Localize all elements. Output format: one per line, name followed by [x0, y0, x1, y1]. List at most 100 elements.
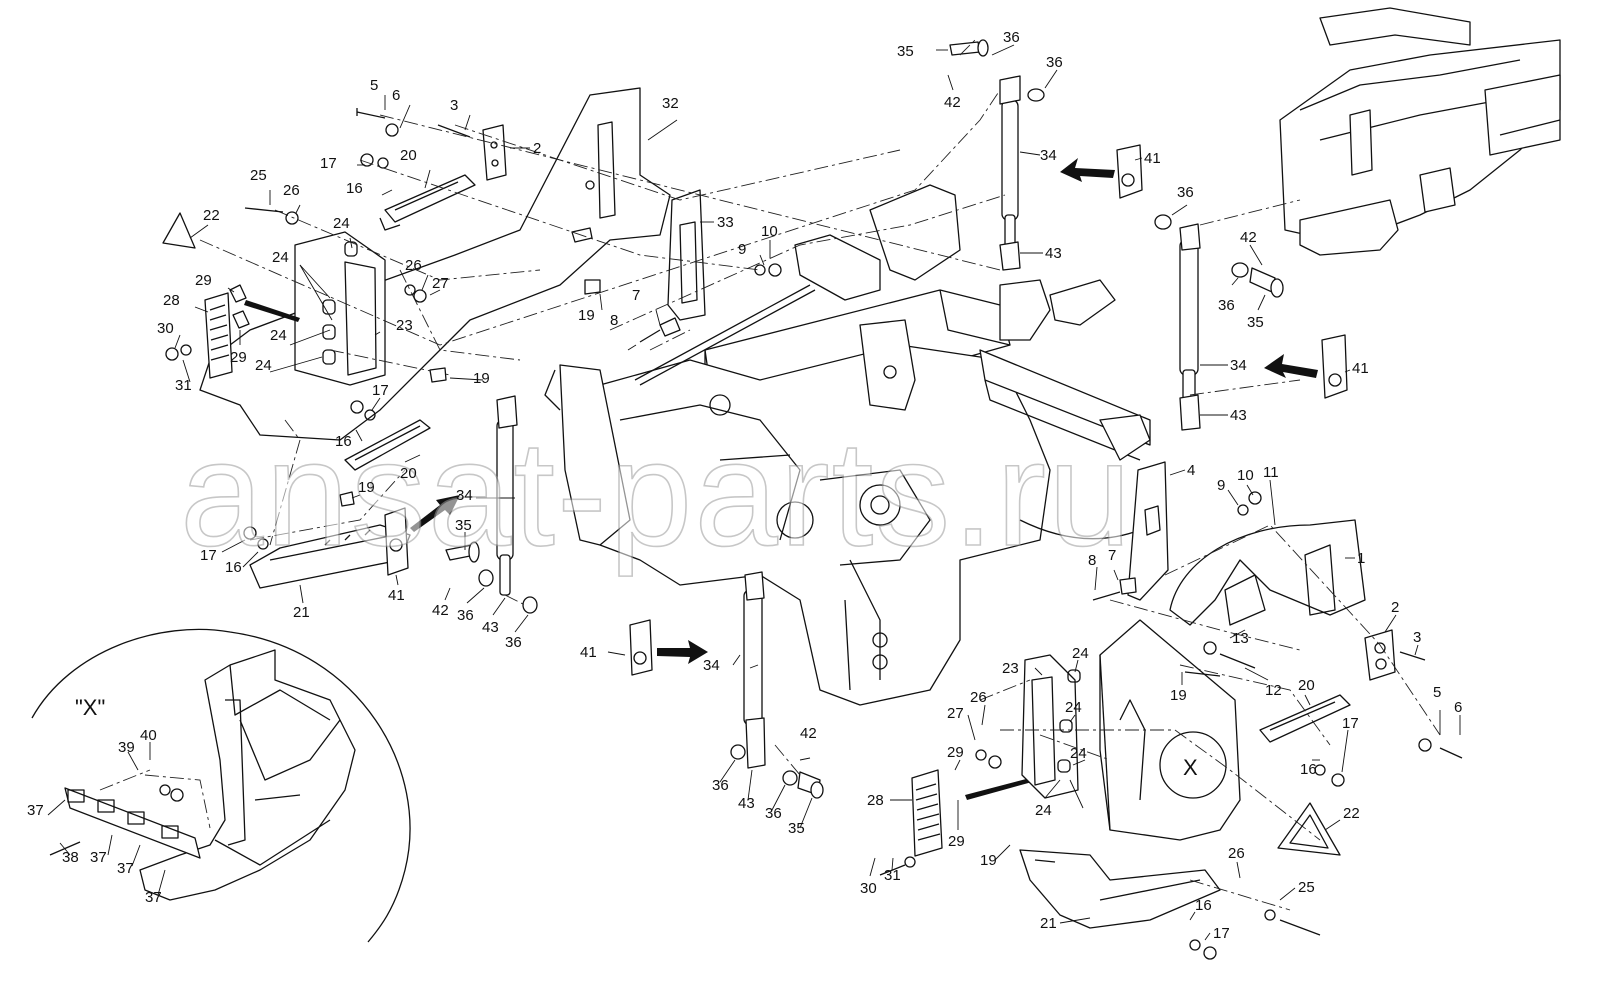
- callout-41-right: 41: [1352, 360, 1369, 377]
- pins-and-washers: [445, 39, 1284, 799]
- callout-31-left: 31: [175, 377, 192, 394]
- callout-17-mid: 17: [372, 382, 389, 399]
- callout-24-b: 24: [272, 249, 289, 266]
- bracket-41-group: [384, 144, 1348, 676]
- warning-triangle-22-right: [1277, 802, 1341, 856]
- watermark-text: ansat-parts.ru: [180, 409, 1133, 577]
- machine-overview: [1279, 7, 1561, 256]
- callout-30-left: 30: [157, 320, 174, 337]
- callout-16-mid: 16: [335, 433, 352, 450]
- callout-37-d: 37: [145, 889, 162, 906]
- callout-8-right: 8: [1088, 552, 1096, 569]
- detail-x-marker: X: [1183, 755, 1198, 780]
- callout-2-right: 2: [1391, 599, 1399, 616]
- callout-29-d: 29: [948, 833, 965, 850]
- plate-2-top: [482, 124, 507, 181]
- callout-12: 12: [1265, 682, 1282, 699]
- callout-26-right: 26: [970, 689, 987, 706]
- callout-17-right: 17: [1342, 715, 1359, 732]
- plate-4-right: [1127, 461, 1169, 601]
- callout-25-left: 25: [250, 167, 267, 184]
- callout-19-right: 19: [1170, 687, 1187, 704]
- callout-41-left: 41: [388, 587, 405, 604]
- callout-16-right: 16: [1300, 761, 1317, 778]
- callout-5-right: 5: [1433, 684, 1441, 701]
- callout-22-left: 22: [203, 207, 220, 224]
- callout-19-b: 19: [473, 370, 490, 387]
- callout-24-c: 24: [270, 327, 287, 344]
- plate-2-right: [1364, 629, 1396, 681]
- slotted-rail-20-top: [379, 174, 476, 231]
- detail-x-title: "X": [75, 695, 105, 720]
- callout-30-right: 30: [860, 880, 877, 897]
- callout-24-e: 24: [1072, 645, 1089, 662]
- callout-34-right: 34: [1230, 357, 1247, 374]
- cylinder-34-right: [1179, 223, 1201, 431]
- callout-3-right: 3: [1413, 629, 1421, 646]
- callout-43-left: 43: [482, 619, 499, 636]
- callout-21-left: 21: [293, 604, 310, 621]
- callout-29-a: 29: [195, 272, 212, 289]
- callout-42-right: 42: [1240, 229, 1257, 246]
- alignment-lines: [99, 39, 1441, 911]
- callout-5-top: 5: [370, 77, 378, 94]
- callout-36-top-b: 36: [1046, 54, 1063, 71]
- callout-21-right: 21: [1040, 915, 1057, 932]
- callout-28-left: 28: [163, 292, 180, 309]
- slotted-rail-20-lower: [344, 419, 431, 471]
- callout-24-a: 24: [333, 215, 350, 232]
- callout-7-right: 7: [1108, 547, 1116, 564]
- hardware: [49, 108, 1463, 960]
- callout-43-top: 43: [1045, 245, 1062, 262]
- callout-36-left-b: 36: [505, 634, 522, 651]
- callout-19-c: 19: [358, 479, 375, 496]
- callout-42-left: 42: [432, 602, 449, 619]
- callout-36-top-a: 36: [1003, 29, 1020, 46]
- callout-24-h: 24: [1035, 802, 1052, 819]
- callout-27-right: 27: [947, 705, 964, 722]
- main-frame: [544, 184, 1151, 706]
- callout-24-f: 24: [1065, 699, 1082, 716]
- bracket-23-left: [294, 231, 386, 386]
- callout-34-left: 34: [456, 487, 473, 504]
- callout-2-top: 2: [533, 140, 541, 157]
- callout-27-mid: 27: [432, 275, 449, 292]
- callout-26-mid: 26: [405, 257, 422, 274]
- warning-triangle-22-left: [162, 212, 196, 249]
- step-plate-28-right: [911, 769, 943, 857]
- callout-43-right: 43: [1230, 407, 1247, 424]
- callout-11: 11: [1263, 464, 1279, 481]
- callout-4: 4: [1187, 462, 1195, 479]
- callout-20-top: 20: [400, 147, 417, 164]
- callout-19-low: 19: [980, 852, 997, 869]
- callout-26-low: 26: [1228, 845, 1245, 862]
- callout-17-low-right: 17: [1213, 925, 1230, 942]
- callout-36-left-a: 36: [457, 607, 474, 624]
- callout-13: 13: [1232, 630, 1249, 647]
- plate-1-right: [1169, 519, 1366, 626]
- callout-37-c: 37: [117, 860, 134, 877]
- callout-33: 33: [717, 214, 734, 231]
- callout-35-left: 35: [455, 517, 472, 534]
- callout-37-b: 37: [90, 849, 107, 866]
- callout-43-bottom: 43: [738, 795, 755, 812]
- callout-40: 40: [140, 727, 157, 744]
- callout-17-low: 17: [200, 547, 217, 564]
- callout-28-right: 28: [867, 792, 884, 809]
- callout-36-bottom-b: 36: [765, 805, 782, 822]
- callout-34-top: 34: [1040, 147, 1057, 164]
- step-plate-28-left: [204, 284, 250, 379]
- callout-6-right: 6: [1454, 699, 1462, 716]
- callout-26-left: 26: [283, 182, 300, 199]
- callout-41-bottom: 41: [580, 644, 597, 661]
- callout-42-top: 42: [944, 94, 961, 111]
- detail-x-view: [31, 628, 411, 943]
- foot-21-right: [1019, 849, 1221, 929]
- bracket-23-right: [1021, 654, 1081, 799]
- callout-37-a: 37: [27, 802, 44, 819]
- plate-33: [667, 189, 706, 321]
- callout-36-bottom-a: 36: [712, 777, 729, 794]
- callout-35-bottom: 35: [788, 820, 805, 837]
- flow-arrows: [244, 158, 1318, 800]
